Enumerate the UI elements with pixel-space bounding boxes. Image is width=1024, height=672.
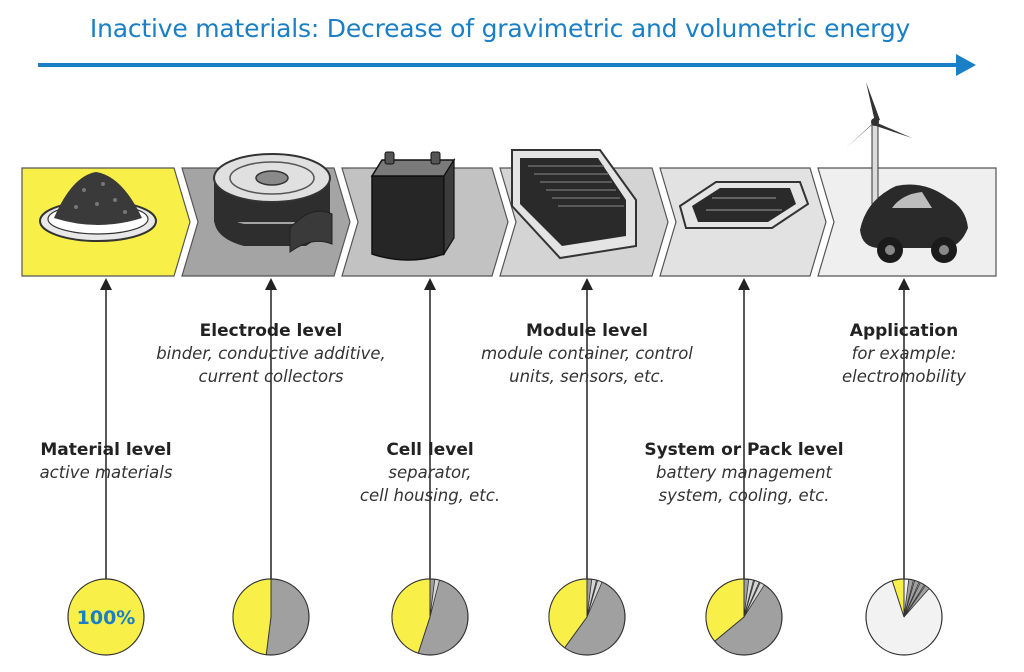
stage-title-module: Module level — [526, 321, 648, 341]
pie-slice-additional-application-3 — [903, 585, 930, 618]
powder-dish-icon — [39, 172, 157, 242]
stage-title-pack: System or Pack level — [644, 440, 844, 460]
connector-arrowhead-application — [898, 278, 910, 290]
stage-title-application: Application — [849, 321, 959, 341]
battery-module-icon — [511, 149, 637, 260]
stage-description-electrode-0: binder, conductive additive, — [156, 344, 386, 363]
chevron-band — [21, 167, 997, 277]
stage-description-application-1: electromobility — [842, 367, 966, 386]
stage-description-module-1: units, sensors, etc. — [509, 367, 665, 386]
pie-slice-active-module — [548, 578, 588, 649]
stage-title-cell: Cell level — [386, 440, 474, 460]
pie-application — [865, 578, 943, 656]
pie-cell — [391, 578, 469, 656]
pie-slice-active-application — [891, 578, 905, 618]
stage-label-electrode: Electrode level binder, conductive additi… — [121, 320, 421, 388]
energy-decrease-arrow — [38, 54, 976, 76]
pie-module — [548, 578, 626, 656]
pie-material: 100% — [67, 578, 145, 656]
stage-description-electrode-1: current collectors — [198, 367, 344, 386]
pie-slice-active-material — [67, 578, 145, 656]
stage-label-application: Application for example: electromobility — [754, 320, 1024, 388]
pie-slice-active-pack — [705, 578, 745, 642]
inactive-share-pies: 100% — [67, 578, 943, 656]
stage-label-material: Material level active materials — [0, 439, 256, 484]
stage-description-application-0: for example: — [851, 344, 957, 363]
battery-pack-icon — [678, 181, 810, 229]
connector-arrowhead-material — [100, 278, 112, 290]
battery-cell-icon — [370, 151, 456, 261]
pie-slice-active-electrode — [232, 578, 272, 656]
stage-title-electrode: Electrode level — [199, 321, 343, 341]
stage-description-pack-1: system, cooling, etc. — [658, 486, 830, 505]
connector-arrowhead-module — [581, 278, 593, 290]
stage-description-cell-0: separator, — [388, 463, 472, 482]
diagram-title: Inactive materials: Decrease of gravimet… — [89, 14, 911, 43]
pie-electrode — [232, 578, 310, 656]
connector-arrowhead-pack — [738, 278, 750, 290]
connector-arrowhead-electrode — [265, 278, 277, 290]
stage-description-cell-1: cell housing, etc. — [359, 486, 501, 505]
connector-arrows — [100, 278, 910, 611]
stage-label-cell: Cell level separator, cell housing, etc. — [280, 439, 580, 507]
pie-slice-active-cell — [391, 578, 431, 654]
pie-slice-additional-cell-0 — [429, 578, 440, 618]
stage-description-pack-0: battery management — [656, 463, 832, 482]
pie-slice-additional-application-2 — [903, 582, 925, 618]
stage-description-material-0: active materials — [39, 463, 173, 482]
electrode-roll-icon — [213, 153, 333, 253]
stage-description-module-0: module container, control — [481, 344, 693, 363]
connector-arrowhead-cell — [424, 278, 436, 290]
stage-label-module: Module level module container, control uni… — [437, 320, 737, 388]
pie-slice-additional-pack-2 — [743, 582, 765, 618]
pie-pack — [705, 578, 783, 656]
car-and-wind-turbine-icon — [846, 82, 968, 263]
pie-slice-additional-module-1 — [586, 580, 603, 618]
pie-slice-additional-pack-1 — [743, 580, 760, 618]
stage-label-pack: System or Pack level battery management sy… — [594, 439, 894, 507]
pie-slice-additional-application-1 — [903, 580, 920, 618]
pie-label-material: 100% — [77, 607, 136, 629]
stage-title-material: Material level — [40, 440, 172, 460]
